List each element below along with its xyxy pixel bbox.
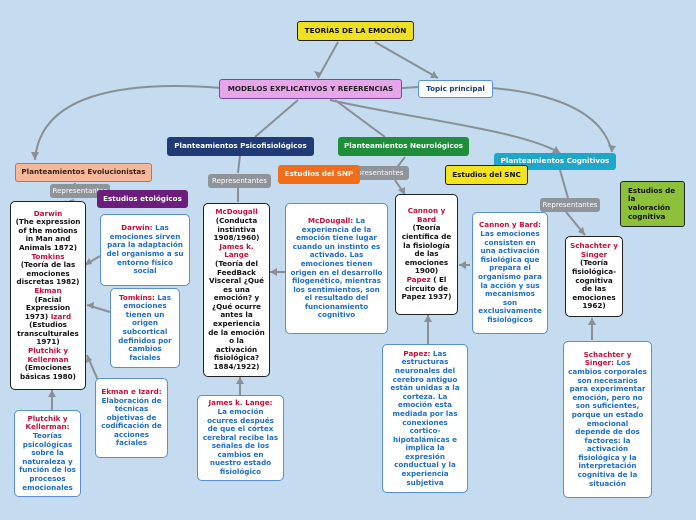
darwin-card-text: Las emociones sirven para la adaptación … [106, 223, 184, 276]
papez-card[interactable]: Papez: Las estructuras neuronales del ce… [382, 344, 468, 493]
plutchik-card-text: Teorías psicológicas sobre la naturaleza… [19, 431, 76, 492]
mcdougall-card[interactable]: McDougall: La experiencia de la emoción … [285, 203, 388, 334]
papez-card-text: Las estructuras neuronales del cerebro a… [390, 348, 460, 487]
ekman-card-label: Ekman e Izard: [101, 386, 162, 396]
cannon-card-text: Las emociones consisten en una activació… [478, 229, 542, 324]
snc-topic[interactable]: Estudios del SNC [445, 165, 528, 185]
tomkins-name: Tomkins [31, 251, 65, 261]
darwin-card[interactable]: Darwin: Las emociones sirven para la ada… [100, 214, 190, 286]
james-card-label: James k. Lange: [208, 398, 273, 408]
root-topic[interactable]: TEORÍAS DE LA EMOCIÓN [297, 21, 414, 41]
ekman-card-text: Elaboración de técnicas objetivas de cod… [101, 395, 162, 448]
ekman-work-text: (Facial Expression 1973) [24, 294, 71, 321]
mcdougall-list[interactable]: McDougall (Conducta instintiva 1908/1960… [203, 203, 270, 377]
modelos-topic[interactable]: MODELOS EXPLICATIVOS Y REFERENCIAS [219, 79, 402, 99]
darwin-list[interactable]: Darwin (The expression of the motions in… [10, 201, 86, 390]
james-card[interactable]: James k. Lange: La emoción ocurres despu… [197, 395, 284, 481]
ekman-name: Ekman [34, 285, 62, 295]
izard-name: Izard [50, 311, 72, 321]
papez-line: Papez ( El circuito de Papez 1937) [400, 274, 453, 302]
tomkins-card-label: Tomkins: [118, 292, 155, 302]
ekman-card[interactable]: Ekman e Izard: Elaboración de técnicas o… [95, 378, 168, 458]
tomkins-work-text: (Teoría de las emociones discretas 1982) [16, 260, 80, 287]
schachter-card-label: Schachter y Singer: [583, 349, 632, 368]
topic-principal[interactable]: Topic principal [418, 80, 493, 98]
mcdougall-name: McDougall [215, 207, 258, 217]
etologicos-topic[interactable]: Estudios etológicos [97, 190, 188, 208]
james-name: James k. Lange [219, 241, 254, 260]
plutchik-card[interactable]: Plutchik y Kellerman: Teorías psicológic… [14, 410, 81, 497]
james-card-text: La emoción ocurres después de que el cór… [202, 406, 279, 477]
snp-topic[interactable]: Estudios del SNP [278, 165, 360, 184]
plutchik-work: (Emociones básicas 1980) [20, 363, 76, 381]
neurologicos-topic[interactable]: Planteamientos Neurológicos [338, 137, 469, 156]
papez-name: Papez [406, 274, 431, 284]
cannon-card-label: Cannon y Bard: [479, 220, 541, 230]
representantes-label-cogn: Representantes [540, 198, 600, 212]
psicofisiologicos-topic[interactable]: Planteamientos Psicofisiológicos [167, 137, 314, 156]
plutchik-name: Plutchik y Kellerman [27, 346, 69, 364]
mcdougall-work: (Conducta instintiva 1908/1960) [213, 215, 260, 243]
cannon-work: (Teoría científica de la fisiología de l… [401, 223, 452, 276]
darwin-card-label: Darwin: [121, 223, 153, 233]
izard-work: (Estudios transculturales 1971) [17, 320, 79, 347]
schachter-list[interactable]: Schachter y Singer (Teoría fisiológica-c… [565, 236, 623, 317]
papez-work: ( El circuito de Papez 1937) [401, 274, 452, 302]
valoracion-label: Estudios de la valoración cognitiva [628, 185, 676, 221]
representantes-label-evol: Representantes [50, 184, 110, 198]
cannon-list[interactable]: Cannon y Bard (Teoría científica de la f… [395, 194, 458, 315]
schachter-work: (Teoría fisiológica-cognitiva de las emo… [571, 258, 617, 311]
james-work: (Teoría del FeedBack Visceral ¿Qué es un… [208, 258, 265, 372]
mcdougall-card-label: McDougall: [307, 215, 354, 225]
tomkins-card[interactable]: Tomkins: Las emociones tienen un origen … [110, 288, 180, 368]
darwin-work: (The expression of the motions in Man an… [15, 217, 81, 252]
representantes-label-psico: Representantes [208, 174, 271, 188]
valoracion-topic[interactable]: Estudios de la valoración cognitiva [620, 181, 685, 227]
ekman-work: (Facial Expression 1973) Izard [15, 294, 81, 322]
cannon-name: Cannon y Bard [407, 206, 446, 224]
mcdougall-card-text: La experiencia de la emoción tiene lugar… [290, 215, 383, 320]
cannon-card[interactable]: Cannon y Bard: Las emociones consisten e… [472, 212, 548, 334]
tomkins-card-text: Las emociones tienen un origen subcortic… [118, 292, 172, 362]
tomkins-work: (Teoría de las emociones discretas 1982)… [15, 260, 81, 295]
plutchik-card-label: Plutchik y Kellerman: [25, 413, 70, 432]
papez-card-label: Papez: [403, 348, 431, 358]
darwin-name: Darwin [33, 208, 63, 218]
schachter-card[interactable]: Schachter y Singer: Los cambios corporal… [563, 341, 652, 498]
evolucionistas-topic[interactable]: Planteamientos Evolucionistas [15, 163, 152, 182]
schachter-name: Schachter y Singer [570, 241, 618, 259]
schachter-card-text: Los cambios corporales son necesarios pa… [568, 358, 647, 488]
